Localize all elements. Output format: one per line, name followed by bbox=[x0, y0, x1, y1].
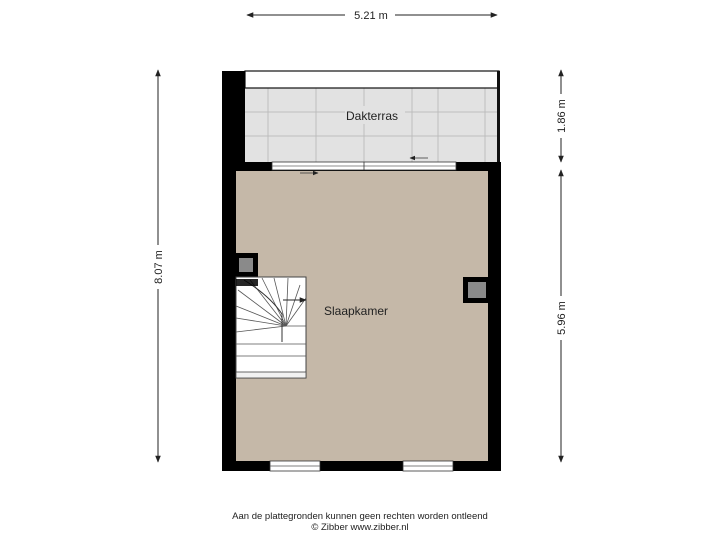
roof-terrace: Dakterras bbox=[244, 70, 500, 162]
terrace-floor bbox=[245, 88, 499, 162]
terrace-edge-right bbox=[497, 71, 500, 162]
dimension-right-bottom: 5.96 m bbox=[554, 169, 568, 463]
dimension-right-top: 1.86 m bbox=[554, 69, 568, 163]
shaft-right bbox=[463, 277, 490, 303]
shaft-left bbox=[234, 253, 258, 277]
disclaimer-text: Aan de plattegronden kunnen geen rechten… bbox=[232, 511, 488, 522]
sliding-door bbox=[271, 155, 457, 176]
staircase bbox=[235, 276, 307, 379]
dimension-top: 5.21 m bbox=[246, 8, 498, 22]
dimension-left-label: 8.07 m bbox=[153, 250, 165, 284]
terrace-tile-grid bbox=[245, 88, 499, 162]
stair-wall-stub bbox=[236, 279, 258, 286]
window-bottom-left bbox=[269, 460, 321, 472]
dimension-top-label: 5.21 m bbox=[354, 10, 388, 22]
stair-treads bbox=[235, 277, 307, 357]
wall-bottom bbox=[222, 461, 501, 471]
dimension-left: 8.07 m bbox=[151, 69, 165, 463]
terrace-parapet bbox=[244, 70, 500, 89]
terrace-label: Dakterras bbox=[346, 109, 398, 123]
dimension-right-bottom-label: 5.96 m bbox=[556, 301, 568, 335]
wall-right bbox=[488, 162, 501, 471]
bedroom-label: Slaapkamer bbox=[324, 304, 388, 318]
dimension-right-top-label: 1.86 m bbox=[556, 99, 568, 133]
window-bottom-right bbox=[402, 460, 454, 472]
copyright-text: © Zibber www.zibber.nl bbox=[311, 522, 409, 533]
